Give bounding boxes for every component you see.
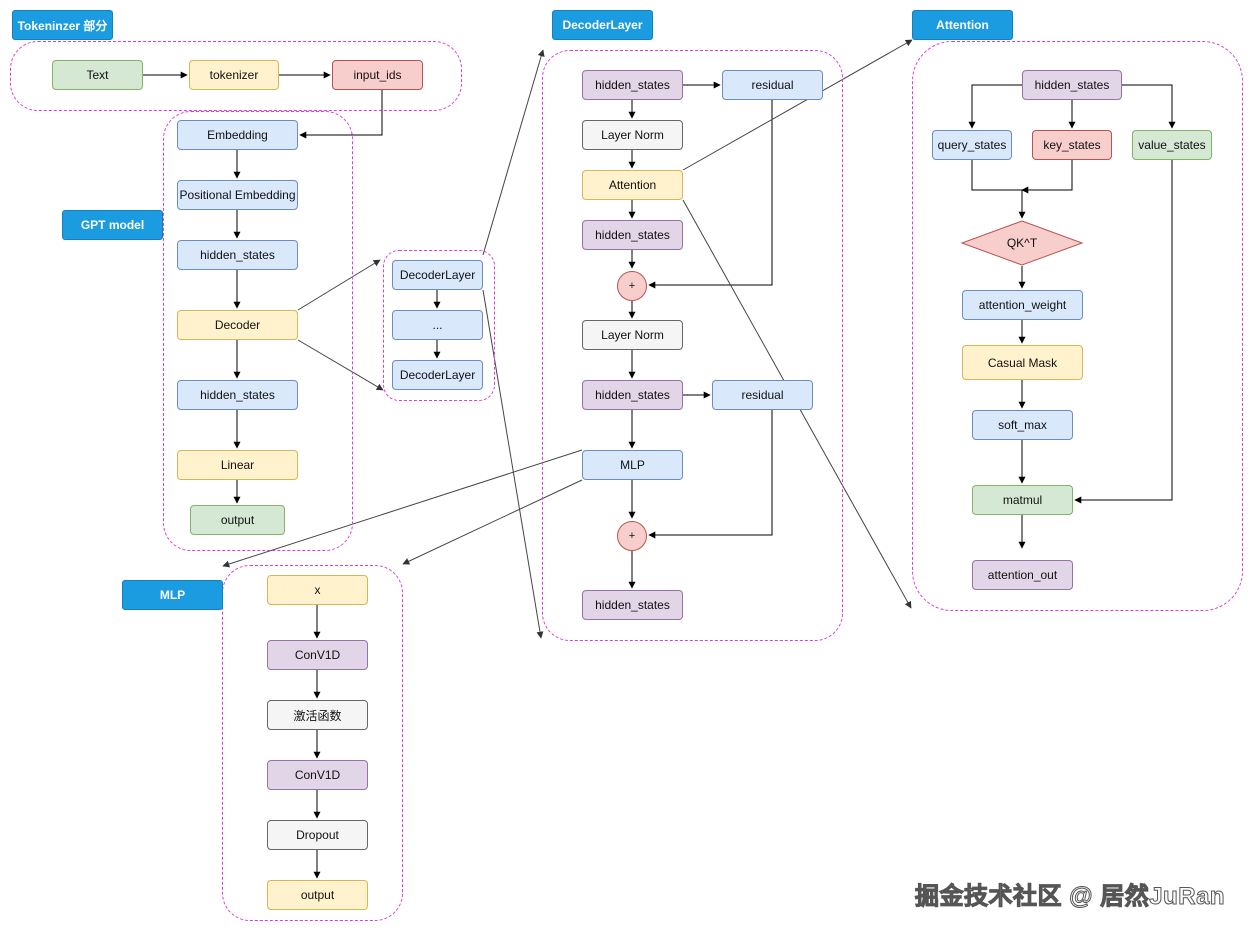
mlp-activation: 激活函数 [267,700,368,730]
mlp-dropout: Dropout [267,820,368,850]
arrow-value-matmul [1074,160,1173,504]
mlp-conv1d-1: ConV1D [267,640,368,670]
arrow-hs-query [968,84,1022,129]
dl-add-2: + [617,521,647,551]
mlp-group [222,565,403,921]
attn-key-states: key_states [1032,130,1112,160]
embedding-node: Embedding [177,120,298,150]
attn-matmul: matmul [972,485,1073,515]
dl-residual-1: residual [722,70,823,100]
attn-qk-label: QK^T [1006,236,1038,250]
tag-mlp: MLP [122,580,223,610]
attention-group [912,41,1243,611]
dl-attention: Attention [582,170,683,200]
arrow-query-qk [971,160,1026,219]
decoder-node: Decoder [177,310,298,340]
attn-query-states: query_states [932,130,1012,160]
mlp-conv1d-2: ConV1D [267,760,368,790]
attn-value-states: value_states [1132,130,1212,160]
dl-layer-norm-2: Layer Norm [582,320,683,350]
tag-decoder-layer: DecoderLayer [552,10,653,40]
decoder-layer-1-node: DecoderLayer [392,260,483,290]
dl-hidden-states-mid: hidden_states [582,380,683,410]
mlp-output: output [267,880,368,910]
zoom-layer-to-decoderlayer-bottom [482,289,544,639]
dl-hidden-states-out: hidden_states [582,590,683,620]
attn-attention-weight: attention_weight [962,290,1083,320]
output-node: output [190,505,285,535]
dl-layer-norm-1: Layer Norm [582,120,683,150]
zoom-attention-top [682,39,913,171]
tokenizer-node: tokenizer [189,60,279,90]
tokenizer-group [10,41,462,111]
decoder-stack-group [383,250,495,401]
decoder-layer-group [542,50,843,641]
linear-node: Linear [177,450,298,480]
positional-embedding-node: Positional Embedding [177,180,298,210]
dl-hidden-states-attn: hidden_states [582,220,683,250]
zoom-mlp-bottom [402,479,583,565]
tag-attention: Attention [912,10,1013,40]
arrow-residual2-plus2 [648,410,773,539]
dl-add-1: + [617,271,647,301]
attn-attention-out: attention_out [972,560,1073,590]
dl-mlp: MLP [582,450,683,480]
arrow-hs-value [1122,84,1176,129]
zoom-decoder-to-stack-top [297,259,381,311]
qk-diamond [960,220,1084,266]
input-ids-node: input_ids [332,60,423,90]
mlp-x: x [267,575,368,605]
hidden-states-node: hidden_states [177,240,298,270]
watermark-text: 掘金技术社区 @ 居然JuRan [914,883,1226,911]
tag-gpt-model: GPT model [62,210,163,240]
attn-soft-max: soft_max [972,410,1073,440]
zoom-mlp-top [222,449,583,568]
tag-tokenizer: Tokeninzer 部分 [12,10,113,40]
gpt-model-group [163,111,353,551]
dl-hidden-states-in: hidden_states [582,70,683,100]
zoom-layer-to-decoderlayer-top [482,49,545,256]
decoder-ellipsis-node: ... [392,310,483,340]
hidden-states-node-2: hidden_states [177,380,298,410]
decoder-layer-n-node: DecoderLayer [392,360,483,390]
attn-casual-mask: Casual Mask [962,345,1083,380]
zoom-decoder-to-stack-bottom [297,339,384,391]
attn-hidden-states: hidden_states [1022,70,1122,100]
arrow-key-qk [1021,160,1073,194]
text-node: Text [52,60,143,90]
arrow-residual1-plus1 [648,100,773,289]
dl-residual-2: residual [712,380,813,410]
